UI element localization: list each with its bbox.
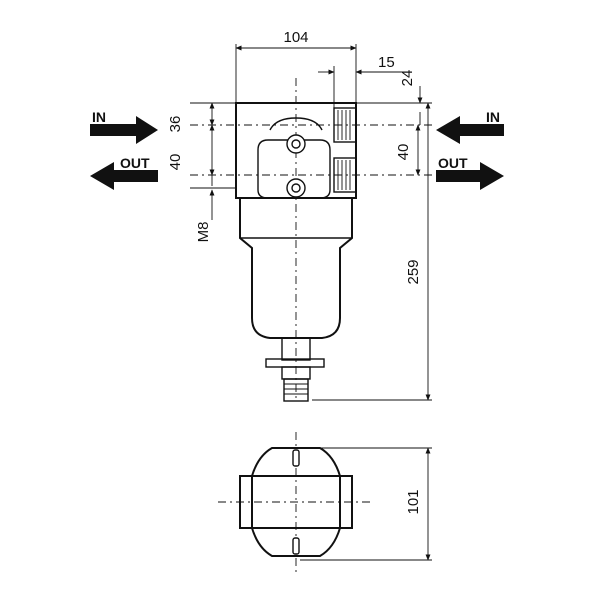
dimension-36: 36 bbox=[167, 116, 184, 133]
dimension-40-left: 40 bbox=[167, 154, 184, 171]
label-in-right: IN bbox=[486, 109, 500, 125]
label-out-right: OUT bbox=[438, 155, 468, 171]
drain-valve bbox=[265, 337, 325, 402]
dimension-40-right: 40 bbox=[395, 144, 412, 161]
top-view-ports bbox=[239, 475, 353, 529]
head-top-curve bbox=[269, 117, 323, 131]
top-view-bolt-top-icon bbox=[292, 449, 300, 467]
head-inner-body bbox=[257, 139, 331, 199]
dimension-24: 24 bbox=[399, 70, 416, 87]
bolt-lower bbox=[286, 178, 306, 198]
flow-arrows-left: IN OUT bbox=[90, 109, 158, 190]
bolt-upper bbox=[286, 134, 306, 154]
arrow-in-right-icon bbox=[436, 116, 504, 144]
dimension-104: 104 bbox=[283, 29, 308, 46]
dimension-101: 101 bbox=[405, 489, 422, 514]
arrow-in-left-icon bbox=[90, 116, 158, 144]
label-out-left: OUT bbox=[120, 155, 150, 171]
top-view: 101 bbox=[218, 432, 432, 572]
dimension-259: 259 bbox=[405, 259, 422, 284]
arrow-out-right-icon bbox=[436, 162, 504, 190]
label-in-left: IN bbox=[92, 109, 106, 125]
arrow-out-left-icon bbox=[90, 162, 158, 190]
dimension-15: 15 bbox=[378, 54, 395, 71]
top-view-bolt-bottom-icon bbox=[292, 537, 300, 555]
top-view-body bbox=[251, 447, 341, 557]
dimension-m8: M8 bbox=[195, 222, 212, 243]
flow-arrows-right: IN OUT bbox=[436, 109, 504, 190]
side-view: 104 15 24 36 40 M8 40 259 bbox=[167, 29, 432, 402]
